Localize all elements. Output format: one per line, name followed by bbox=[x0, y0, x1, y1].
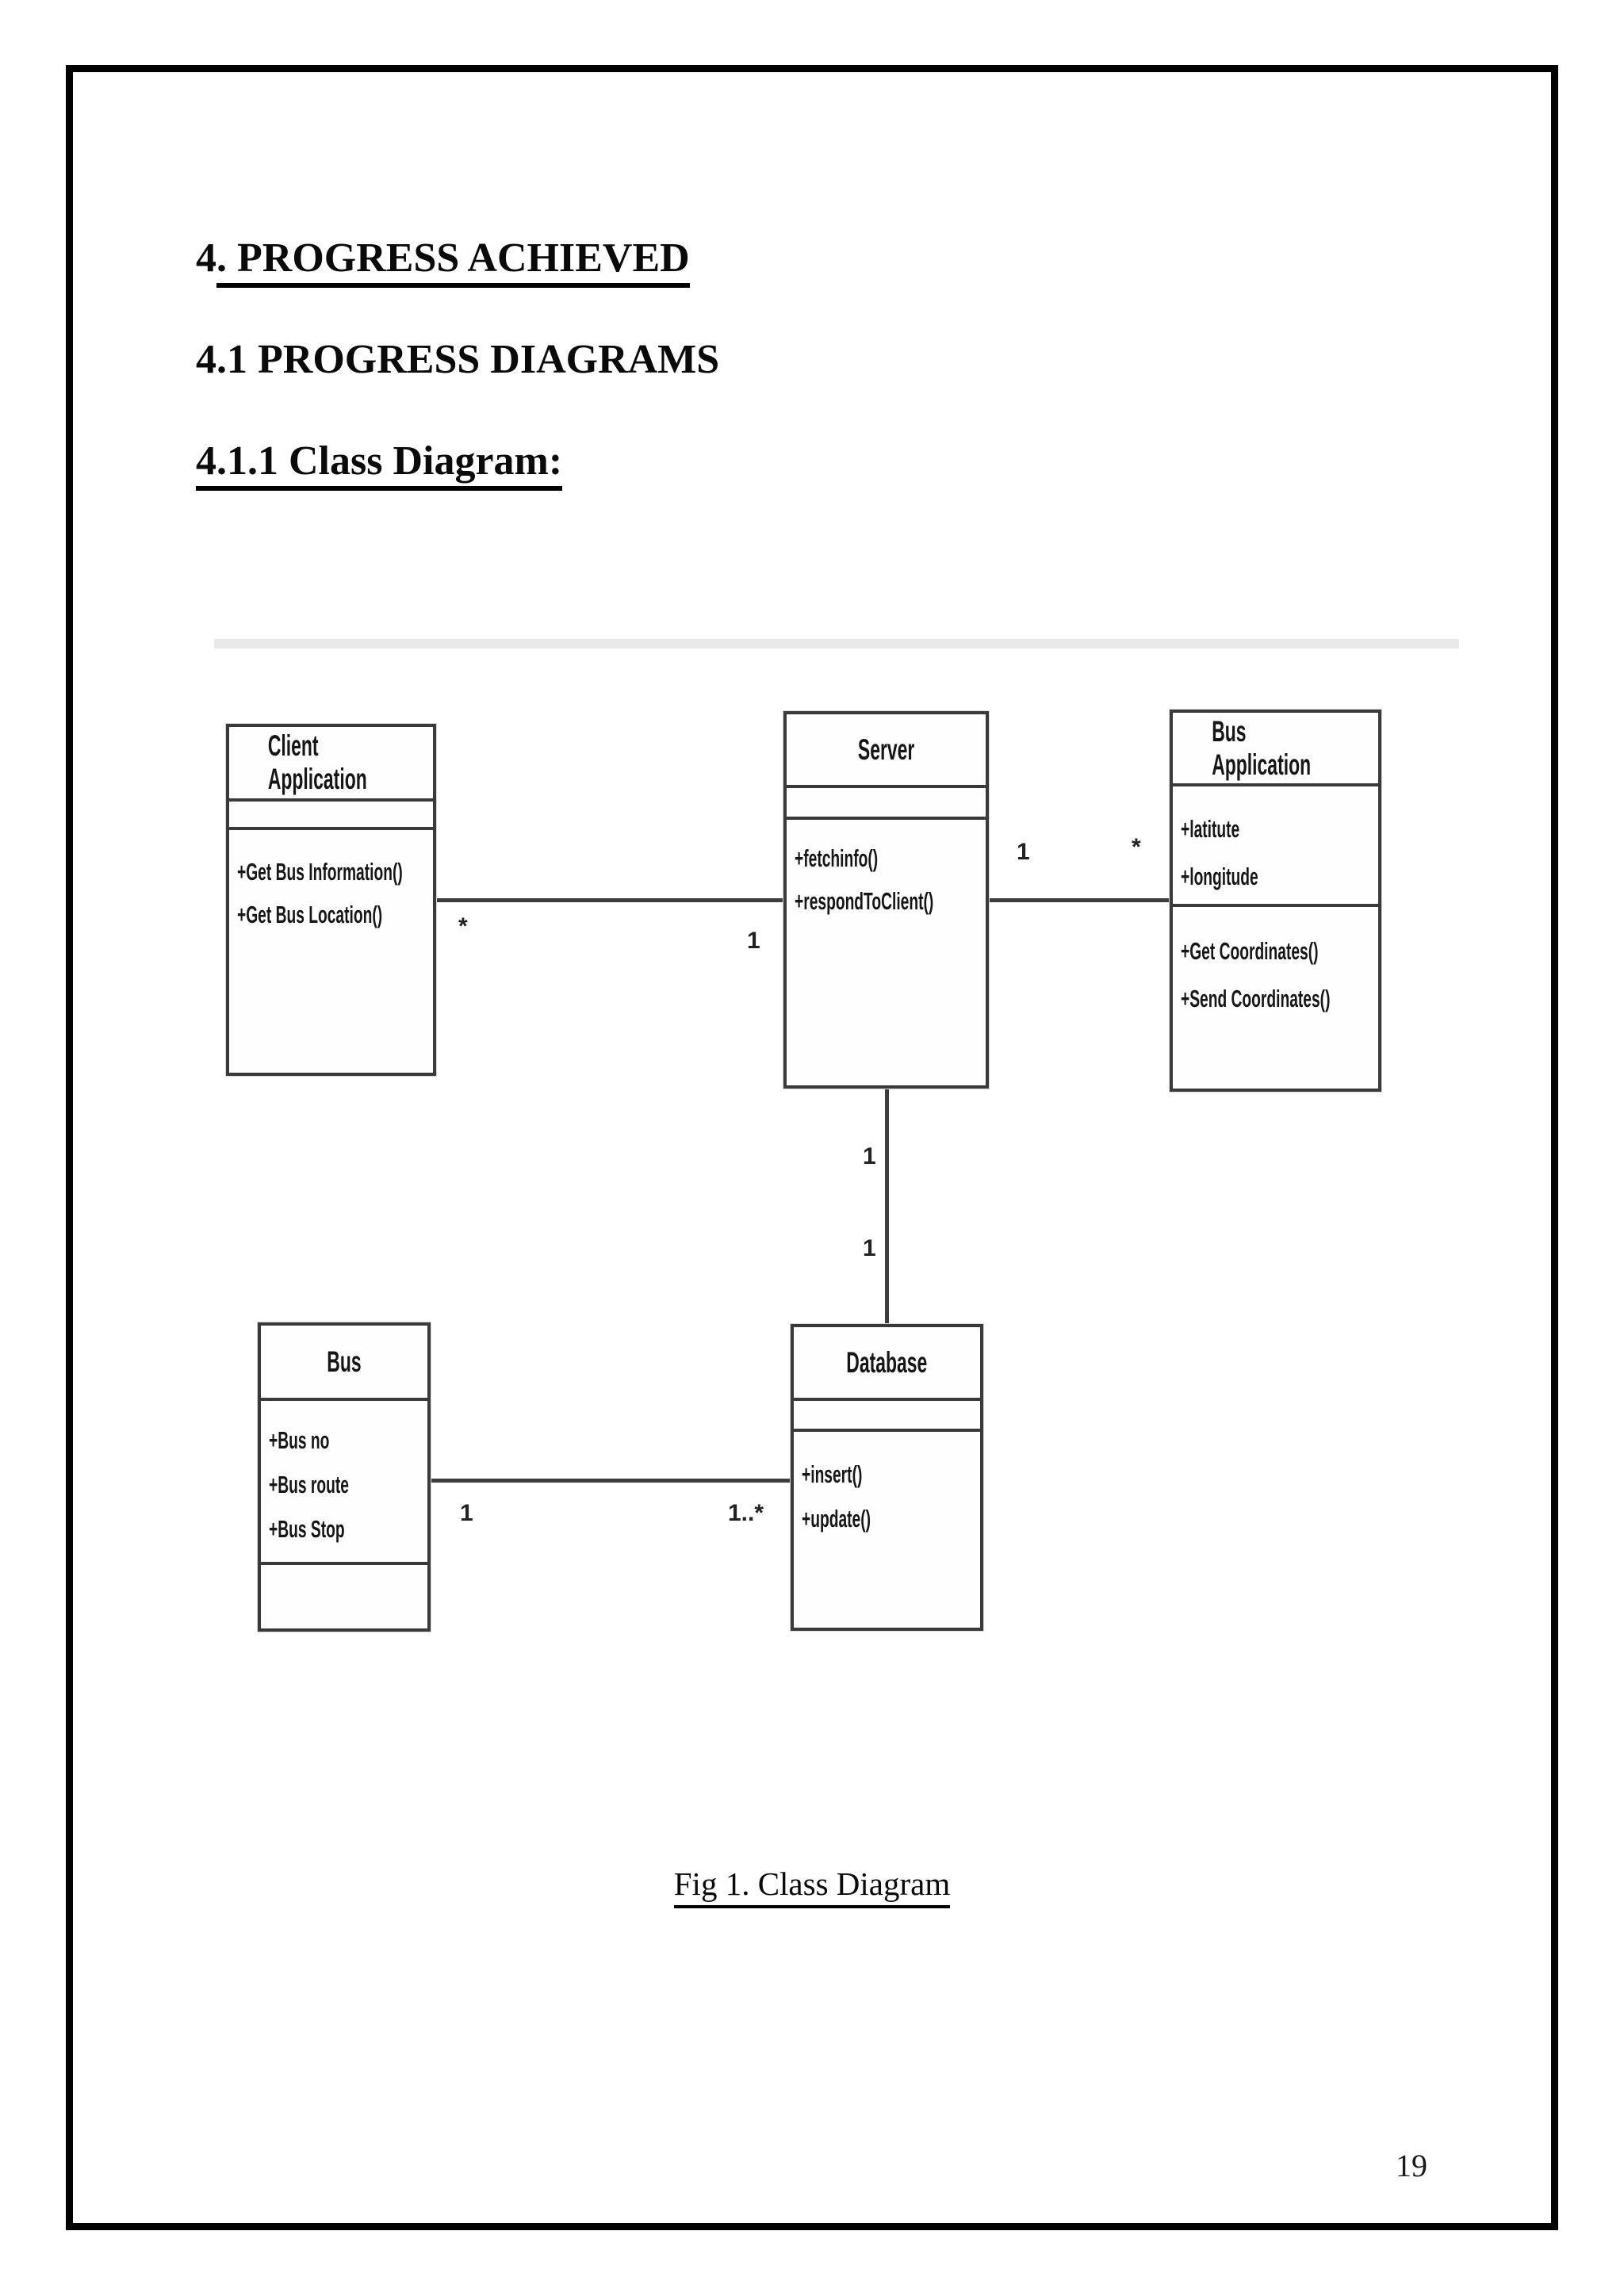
method-item: +Get Bus Location() bbox=[237, 894, 433, 936]
attribute-item: +Bus Stop bbox=[269, 1507, 427, 1552]
class-title-text: Server bbox=[857, 733, 915, 766]
method-text: +respondToClient() bbox=[795, 887, 934, 915]
class-title-text: Bus bbox=[327, 1345, 362, 1378]
method-item: +update() bbox=[802, 1497, 980, 1541]
method-item: +Get Bus Information() bbox=[237, 851, 433, 894]
attribute-text: +Bus no bbox=[269, 1426, 330, 1454]
methods-compartment: +Get Bus Information() +Get Bus Location… bbox=[229, 830, 433, 1073]
attribute-item: +Bus route bbox=[269, 1463, 427, 1507]
methods-compartment: +Get Coordinates() +Send Coordinates() bbox=[1173, 907, 1378, 1089]
attribute-item: +longitude bbox=[1181, 853, 1378, 901]
attributes-compartment bbox=[787, 788, 986, 820]
class-box-server: Server +fetchinfo() +respondToClient() bbox=[783, 711, 989, 1089]
method-text: +Get Coordinates() bbox=[1181, 937, 1319, 965]
multiplicity-db-end: 1..* bbox=[728, 1500, 764, 1526]
attribute-item: +Bus no bbox=[269, 1418, 427, 1463]
attributes-compartment bbox=[794, 1401, 980, 1432]
attributes-compartment bbox=[229, 802, 433, 830]
method-text: +insert() bbox=[802, 1460, 863, 1488]
multiplicity-server-left-end: 1 bbox=[747, 928, 760, 954]
attributes-compartment: +latitute +longitude bbox=[1173, 786, 1378, 907]
method-text: +Get Bus Information() bbox=[237, 858, 403, 886]
multiplicity-busapp-end: * bbox=[1132, 834, 1141, 860]
methods-compartment: +insert() +update() bbox=[794, 1432, 980, 1628]
association-server-database bbox=[885, 1089, 889, 1324]
class-box-database: Database +insert() +update() bbox=[791, 1324, 983, 1631]
attributes-list: +Bus no +Bus route +Bus Stop bbox=[261, 1401, 427, 1552]
method-item: +Get Coordinates() bbox=[1181, 928, 1378, 975]
attribute-text: +longitude bbox=[1181, 863, 1258, 890]
attribute-text: +Bus Stop bbox=[269, 1515, 345, 1543]
methods-compartment: +fetchinfo() +respondToClient() bbox=[787, 820, 986, 1085]
class-title-text: Bus Application bbox=[1212, 714, 1312, 781]
page-number: 19 bbox=[1396, 2148, 1427, 2183]
multiplicity-server-db-upper: 1 bbox=[863, 1143, 876, 1169]
attribute-item: +latitute bbox=[1181, 806, 1378, 853]
methods-list: +Get Coordinates() +Send Coordinates() bbox=[1173, 907, 1378, 1023]
multiplicity-bus-end: 1 bbox=[460, 1500, 473, 1526]
heading-number-prefix: 4 bbox=[196, 235, 216, 281]
class-title: Server bbox=[787, 714, 986, 788]
heading-underlined-text: . PROGRESS ACHIEVED bbox=[216, 235, 690, 288]
class-title: Database bbox=[794, 1327, 980, 1401]
heading-progress-diagrams: 4.1 PROGRESS DIAGRAMS bbox=[196, 337, 720, 382]
class-box-bus: Bus +Bus no +Bus route +Bus Stop bbox=[258, 1322, 431, 1632]
figure-caption-text: Fig 1. Class Diagram bbox=[673, 1866, 951, 1908]
association-client-server bbox=[436, 898, 783, 902]
method-item: +respondToClient() bbox=[795, 880, 986, 923]
methods-list: +insert() +update() bbox=[794, 1432, 980, 1541]
class-title-text: Database bbox=[846, 1345, 928, 1379]
attribute-text: +Bus route bbox=[269, 1471, 349, 1498]
multiplicity-client-end: * bbox=[458, 913, 468, 939]
heading-progress-achieved: 4. PROGRESS ACHIEVED bbox=[196, 235, 690, 288]
method-item: +Send Coordinates() bbox=[1181, 975, 1378, 1023]
method-text: +fetchinfo() bbox=[795, 844, 879, 872]
attribute-text: +latitute bbox=[1181, 815, 1240, 843]
scan-artifact-band bbox=[214, 639, 1459, 649]
multiplicity-server-right-end: 1 bbox=[1017, 839, 1030, 865]
heading-underlined-text: 4.1.1 Class Diagram: bbox=[196, 438, 563, 491]
method-text: +Get Bus Location() bbox=[237, 901, 383, 928]
figure-caption: Fig 1. Class Diagram bbox=[0, 1865, 1624, 1908]
attributes-list: +latitute +longitude bbox=[1173, 786, 1378, 901]
method-text: +update() bbox=[802, 1505, 871, 1533]
method-text: +Send Coordinates() bbox=[1181, 985, 1331, 1012]
class-title: Bus Application bbox=[1173, 713, 1378, 786]
attributes-compartment: +Bus no +Bus route +Bus Stop bbox=[261, 1401, 427, 1565]
method-item: +insert() bbox=[802, 1452, 980, 1497]
methods-list: +fetchinfo() +respondToClient() bbox=[787, 820, 986, 923]
method-item: +fetchinfo() bbox=[795, 837, 986, 880]
class-title-text: Client Application bbox=[267, 729, 367, 795]
class-box-bus-application: Bus Application +latitute +longitude +Ge… bbox=[1170, 710, 1381, 1092]
association-bus-database bbox=[431, 1479, 791, 1483]
uml-class-diagram: Client Application +Get Bus Information(… bbox=[198, 618, 1467, 1649]
page-border-frame bbox=[66, 65, 1558, 2230]
methods-list: +Get Bus Information() +Get Bus Location… bbox=[229, 830, 433, 936]
class-title: Client Application bbox=[229, 727, 433, 802]
multiplicity-server-db-lower: 1 bbox=[863, 1235, 876, 1261]
heading-class-diagram: 4.1.1 Class Diagram: bbox=[196, 438, 563, 491]
association-server-busapplication bbox=[989, 898, 1170, 902]
class-box-client-application: Client Application +Get Bus Information(… bbox=[226, 724, 436, 1076]
class-title: Bus bbox=[261, 1326, 427, 1401]
methods-compartment bbox=[261, 1565, 427, 1628]
